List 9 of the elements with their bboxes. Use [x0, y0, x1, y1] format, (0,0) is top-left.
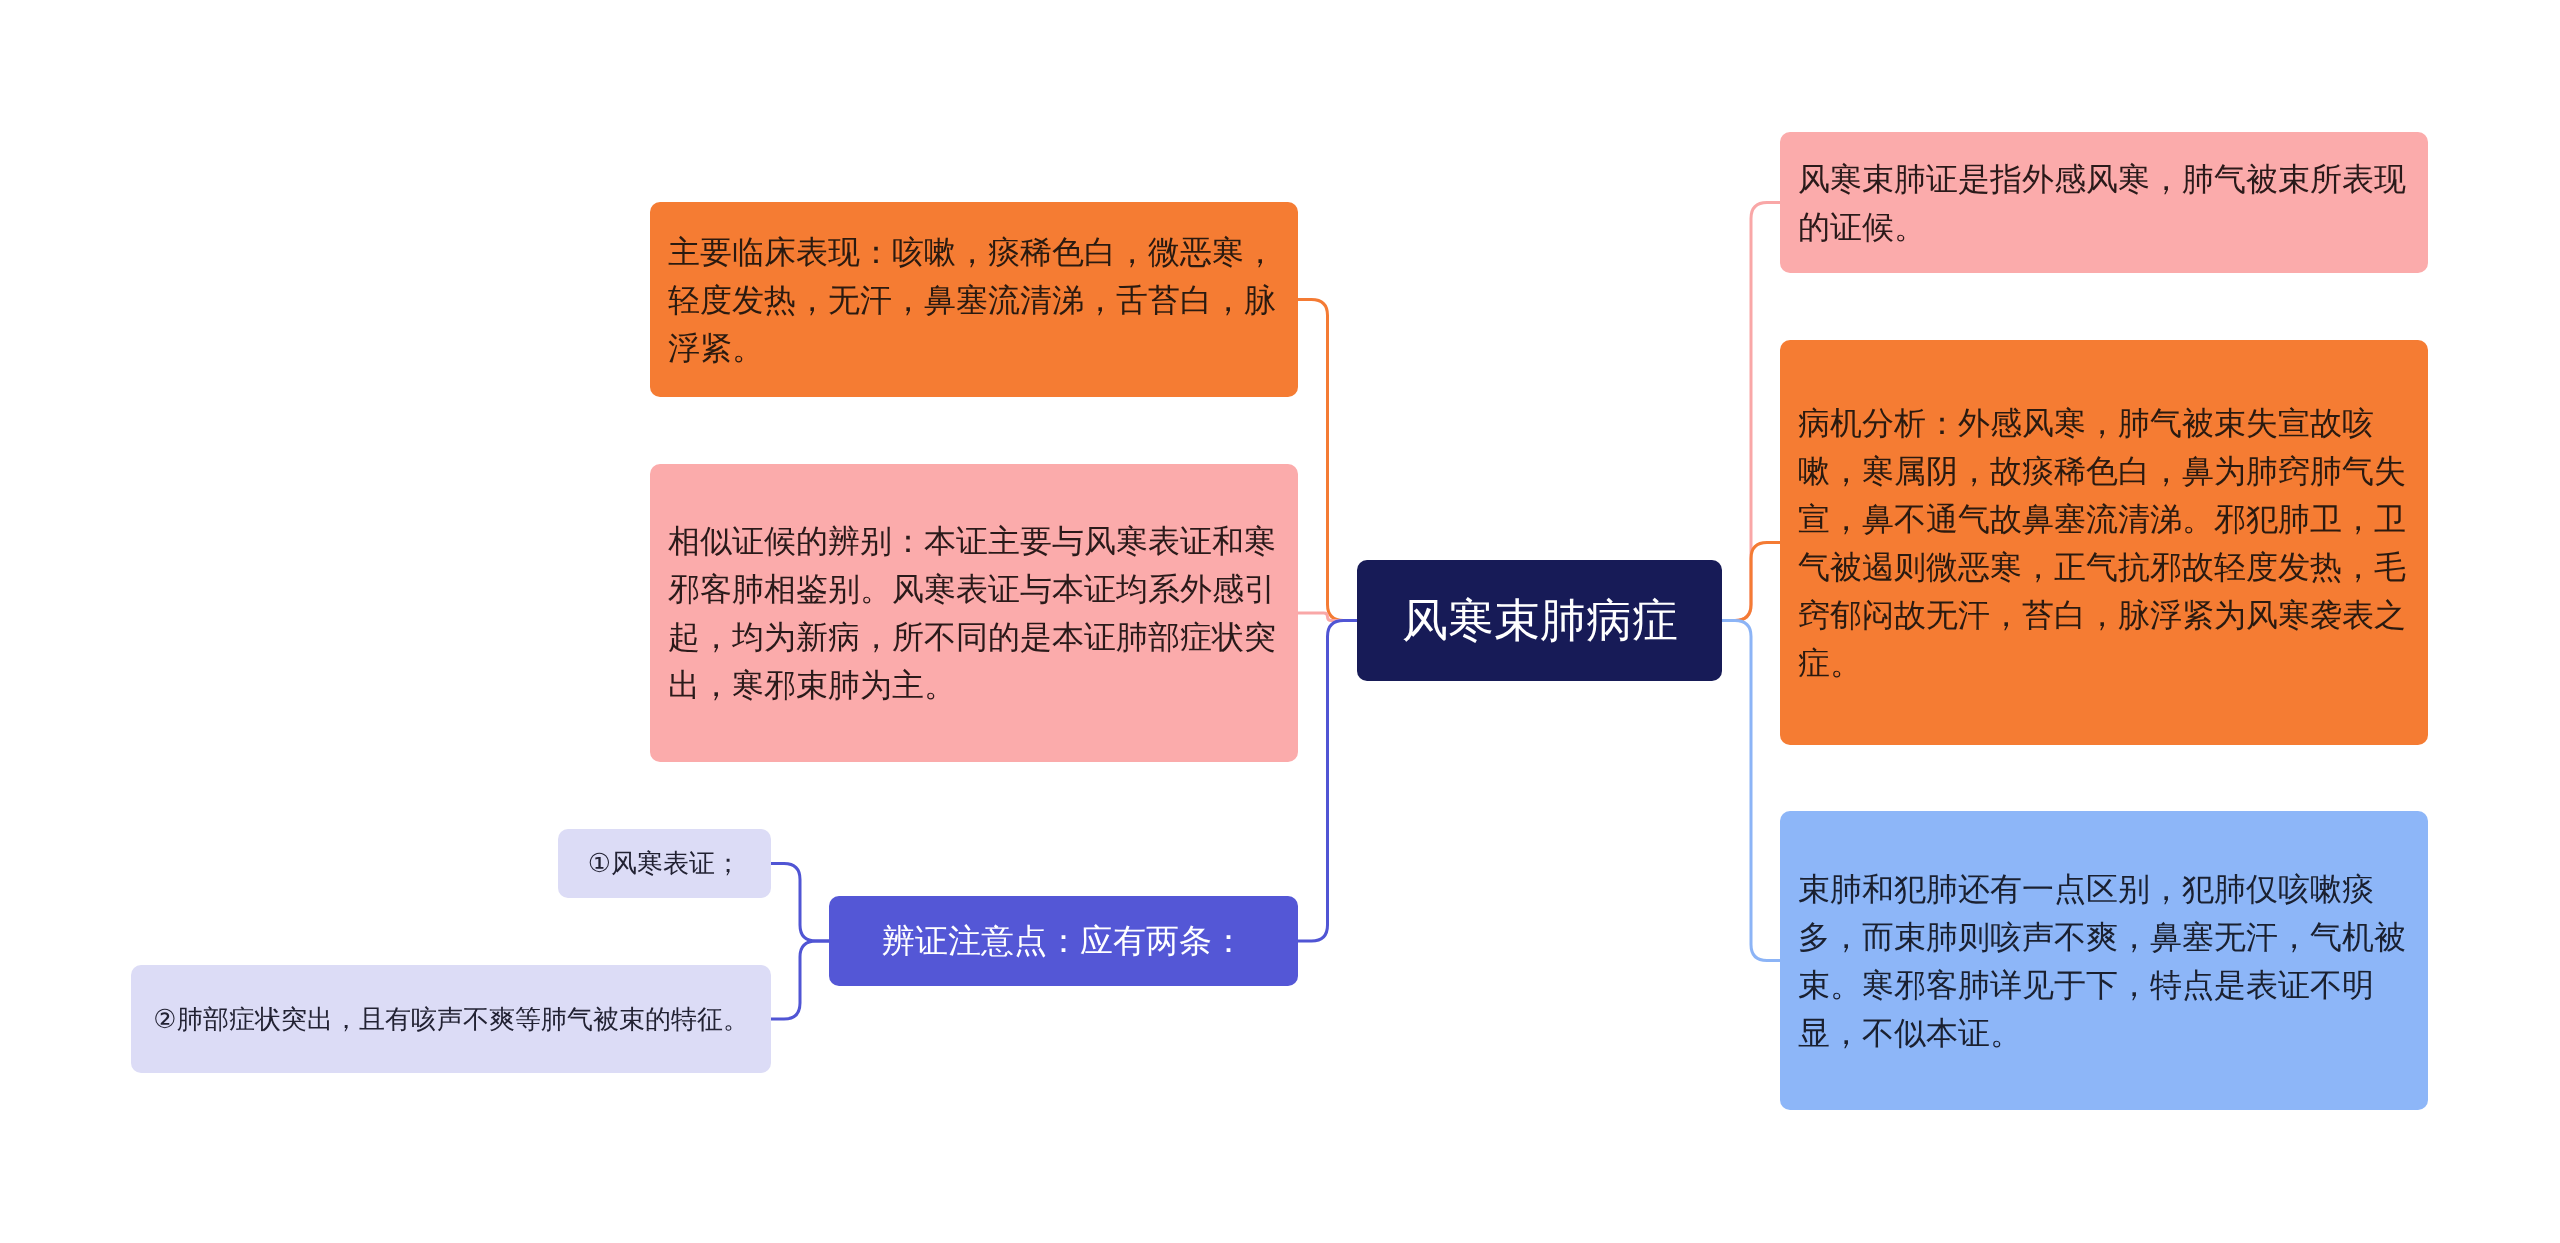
topic-box: 辨证注意点：应有两条：: [829, 896, 1298, 986]
topic-box: 风寒束肺证是指外感风寒，肺气被束所表现的证候。: [1780, 132, 2428, 273]
topic-box: 束肺和犯肺还有一点区别，犯肺仅咳嗽痰多，而束肺则咳声不爽，鼻塞无汗，气机被束。寒邪客肺详见于下，特点是表证不明显，不似本证。: [1780, 811, 2428, 1110]
central-topic: 风寒束肺病症: [1357, 560, 1722, 681]
topic-box: ②肺部症状突出，且有咳声不爽等肺气被束的特征。: [131, 965, 771, 1073]
topic-box: ①风寒表证；: [558, 829, 771, 898]
topic-box: 相似证候的辨别：本证主要与风寒表证和寒邪客肺相鉴别。风寒表证与本证均系外感引起，均为新病，所不同的是本证肺部症状突出，寒邪束肺为主。: [650, 464, 1298, 762]
topic-box: 主要临床表现：咳嗽，痰稀色白，微恶寒，轻度发热，无汗，鼻塞流清涕，舌苔白，脉浮紧。: [650, 202, 1298, 397]
topic-box: 病机分析：外感风寒，肺气被束失宣故咳嗽，寒属阴，故痰稀色白，鼻为肺窍肺气失宣，鼻不通气故鼻塞流清涕。邪犯肺卫，卫气被遏则微恶寒，正气抗邪故轻度发热，毛窍郁闷故无汗，苔白，脉浮紧为风寒袭表之症。: [1780, 340, 2428, 745]
